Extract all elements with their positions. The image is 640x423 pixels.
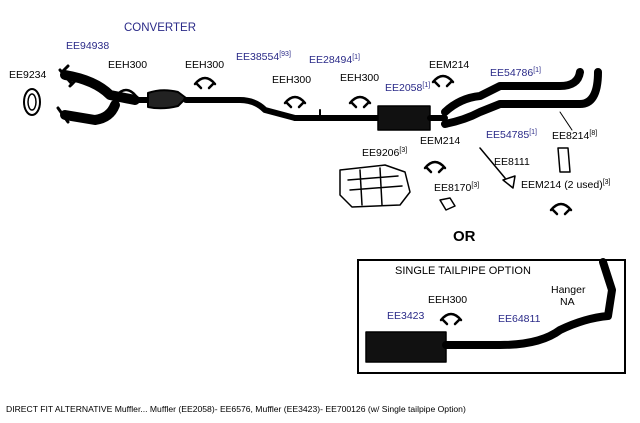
label-eem214-1: EEM214: [429, 59, 470, 71]
label-ee94938: EE94938: [66, 40, 110, 52]
clamp-eem214-1: [431, 74, 455, 88]
label-eem214-2: EEM214: [420, 135, 461, 147]
label-eeh300-4: EEH300: [340, 72, 380, 84]
hanger-ee8214: [557, 147, 571, 173]
gasket-ring: [23, 88, 41, 116]
label-ee8170: EE8170[3]: [434, 182, 480, 194]
label-eeh300-3: EEH300: [272, 74, 312, 86]
label-hanger-na: NA: [560, 296, 575, 308]
clamp-eeh300-4: [348, 95, 372, 109]
clamp-eem214-2: [423, 160, 447, 174]
label-converter: CONVERTER: [124, 22, 196, 34]
label-eeh300-2: EEH300: [185, 59, 225, 71]
label-ee2058: EE2058[1]: [385, 82, 431, 94]
label-ee38554: EE38554[93]: [236, 51, 291, 63]
label-ee9234: EE9234: [9, 69, 47, 81]
single-tailpipe-option-drawing: [365, 258, 616, 363]
clamp-eem214-3: [549, 202, 573, 216]
label-ee8214: EE8214[8]: [552, 130, 598, 142]
label-ee54786: EE54786[1]: [490, 67, 542, 79]
hanger-ee8111: [479, 147, 516, 189]
label-ee64811: EE64811: [498, 313, 541, 325]
label-ee8111: EE8111: [494, 156, 530, 168]
label-hanger: Hanger: [551, 284, 586, 296]
hanger-ee8170: [439, 197, 456, 211]
caption: DIRECT FIT ALTERNATIVE Muffler... Muffle…: [6, 404, 466, 414]
label-eeh300-1: EEH300: [108, 59, 148, 71]
intermediate-pipe: [197, 97, 298, 121]
label-ee28494: EE28494[1]: [309, 54, 361, 66]
clamp-eeh300-5: [439, 312, 463, 326]
heat-shield: [339, 164, 411, 208]
label-eem214-3: EEM214 (2 used)[3]: [521, 179, 611, 191]
y-pipe: [56, 64, 140, 125]
dual-tailpipes: [441, 68, 602, 128]
catalytic-converter: [132, 89, 203, 110]
clamp-eeh300-2: [193, 76, 217, 90]
option-title: SINGLE TAILPIPE OPTION: [395, 265, 531, 277]
label-eeh300-5: EEH300: [428, 294, 468, 306]
label-ee54785: EE54785[1]: [486, 129, 538, 141]
clamp-eeh300-1: [114, 88, 138, 102]
muffler-ee2058: [377, 105, 431, 131]
muffler-ee3423: [365, 331, 447, 363]
or-separator: OR: [453, 228, 476, 245]
label-ee3423: EE3423: [387, 310, 425, 322]
clamp-eeh300-3: [283, 95, 307, 109]
label-ee9206: EE9206[3]: [362, 147, 408, 159]
resonator-pipe: [292, 109, 381, 121]
single-tailpipe-option-box: [357, 259, 626, 374]
